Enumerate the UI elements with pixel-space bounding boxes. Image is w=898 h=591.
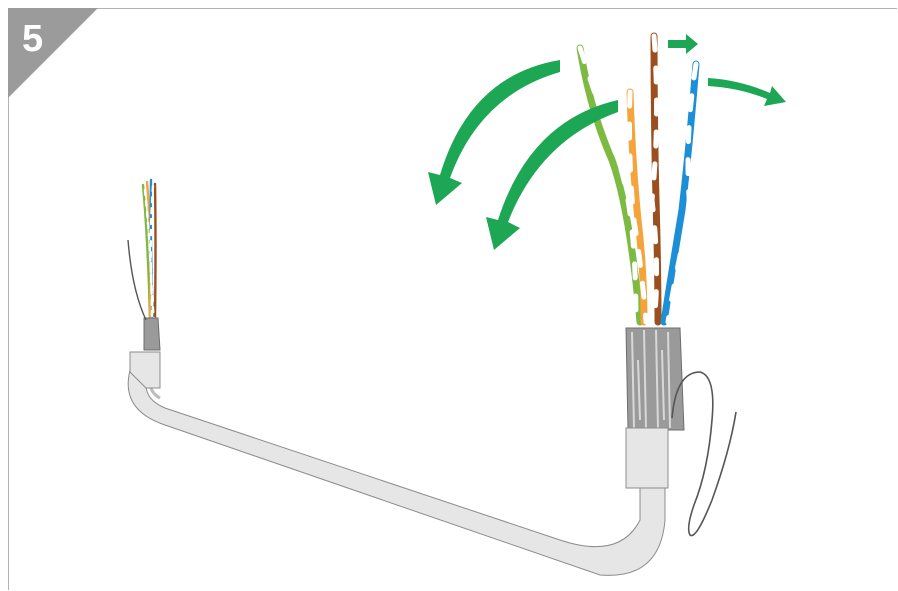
drain-wire-left <box>128 240 146 320</box>
left-shield <box>144 318 160 350</box>
left-twisted-pairs <box>143 180 156 320</box>
curved-arrow-icon <box>708 78 786 106</box>
pair-brown <box>652 36 658 322</box>
curved-arrow-icon <box>428 60 560 205</box>
right-jacket-end <box>626 428 668 488</box>
cable-jacket <box>128 352 665 575</box>
step-badge: 5 <box>8 8 98 98</box>
curved-arrow-icon <box>668 34 698 54</box>
pair-blue <box>664 64 696 322</box>
step-number: 5 <box>22 20 43 58</box>
